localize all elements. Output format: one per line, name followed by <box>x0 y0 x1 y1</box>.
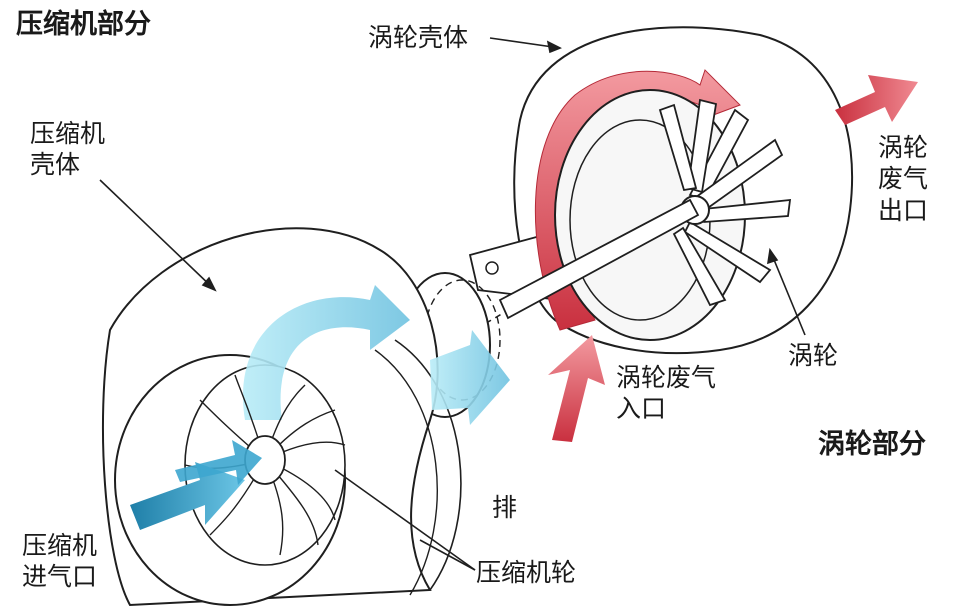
intake-arrow <box>130 440 262 530</box>
compressor-housing-label: 压缩机 壳体 <box>30 119 106 180</box>
compressor-section-title: 压缩机部分 <box>16 9 151 40</box>
turbine-housing-label: 涡轮壳体 <box>368 23 469 52</box>
turbine-exhaust-outlet-label: 涡轮 废气 出口 <box>878 133 929 225</box>
compressed-air-flow <box>242 285 510 425</box>
turbine-section-title: 涡轮部分 <box>818 429 926 460</box>
compressor-wheel-label: 压缩机轮 <box>476 558 577 587</box>
pointer-lines <box>99 37 806 571</box>
turbine-wheel-graphic <box>554 89 792 341</box>
turbine-exhaust-inlet-label: 涡轮废气 入口 <box>616 363 717 424</box>
turbine-exhaust-outlet-arrow <box>835 75 918 125</box>
turbine-exhaust-inlet-arrow <box>548 335 605 442</box>
compressor-inlet-label: 压缩机 进气口 <box>22 531 98 592</box>
turbine-wheel-label: 涡轮 <box>788 341 839 370</box>
discharge-label: 排 <box>492 493 518 522</box>
